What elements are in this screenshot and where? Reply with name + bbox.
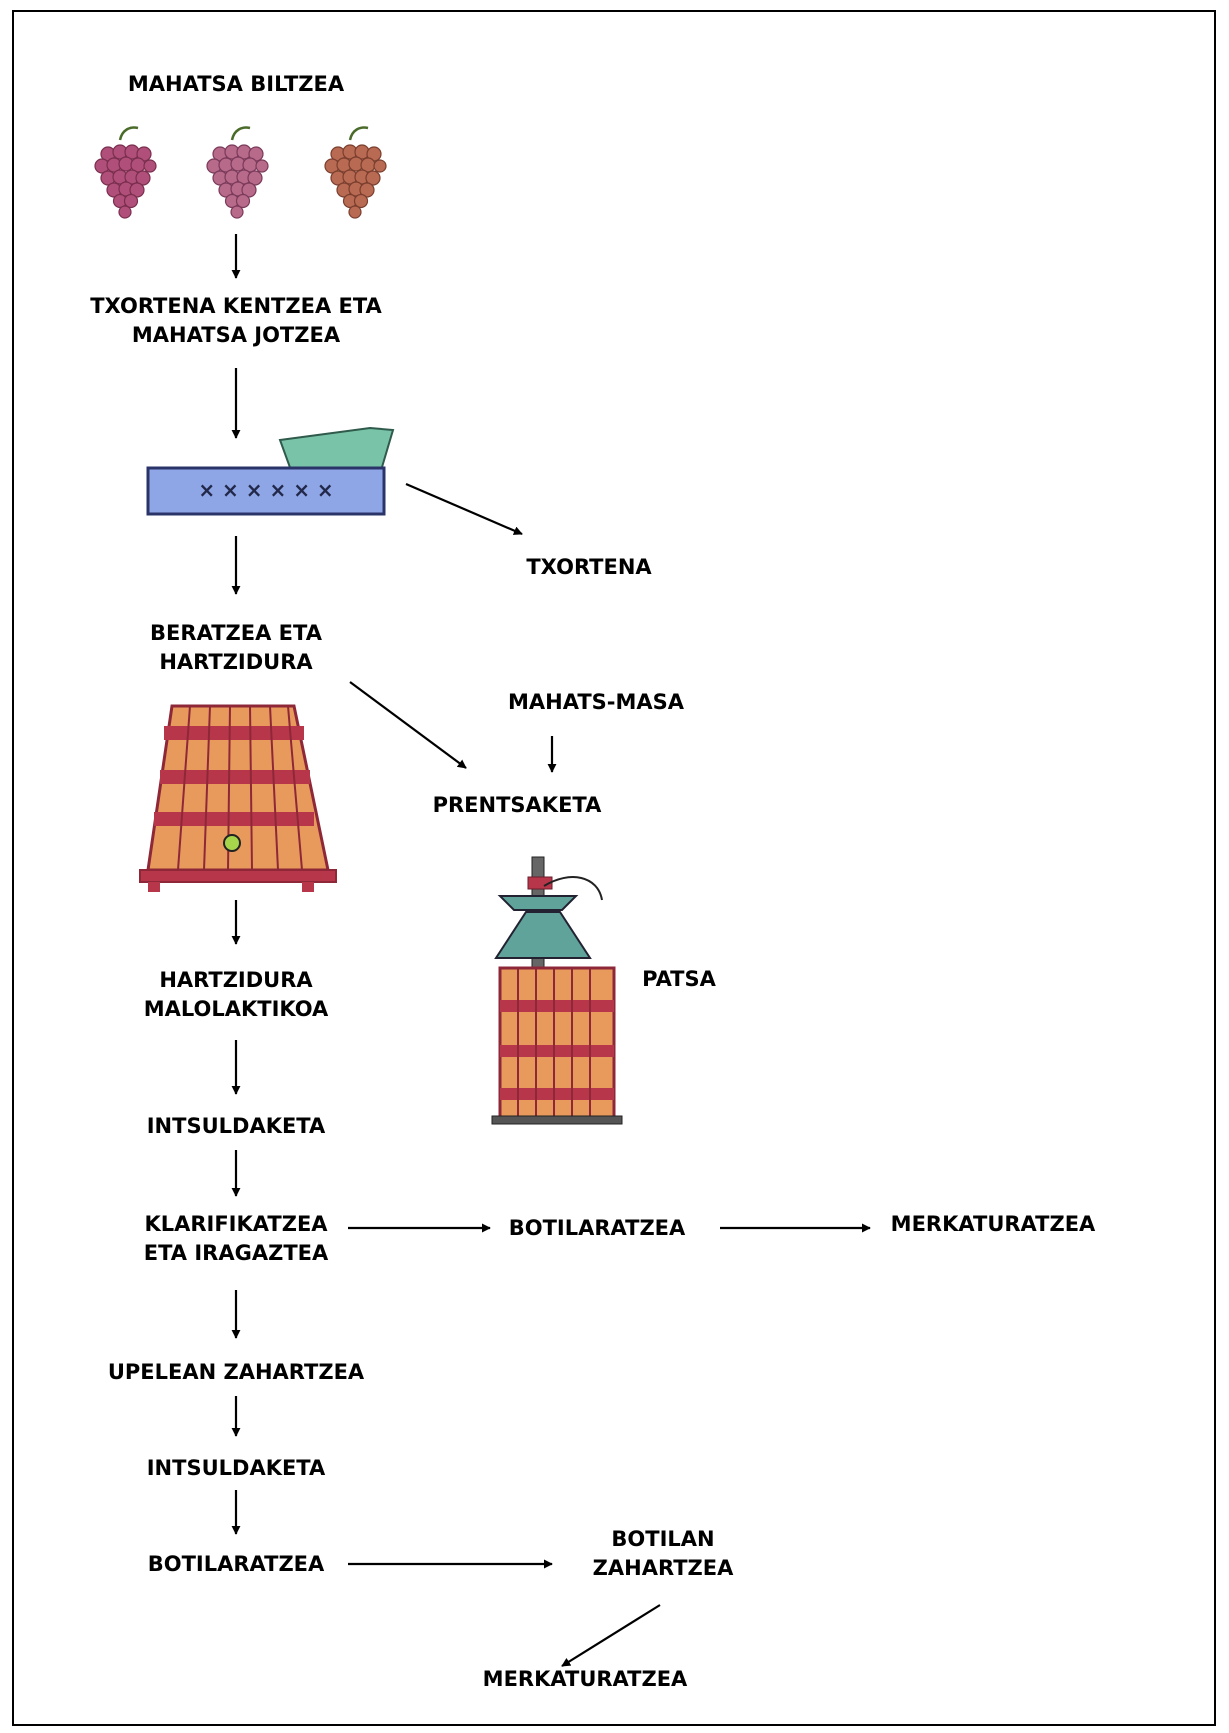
fermentation-vat-icon [139,704,337,892]
arrow-machine-stems [405,482,523,536]
input-pomace: MAHATS-MASA [507,690,685,714]
grape-cluster-icon-2 [205,126,270,220]
arrow-bottleaging-market [561,1604,661,1667]
arrow-maceration-pressing [349,681,467,769]
wine-press-icon [491,856,623,1125]
step-barrel-aging: UPELEAN ZAHARTZEA [107,1360,365,1384]
grape-cluster-icon-1 [93,126,158,220]
step-bottling-2: BOTILARATZEA [147,1552,325,1576]
step-market-1: MERKATURATZEA [890,1212,1096,1236]
svg-text:× × × × × ×: × × × × × × [198,478,333,502]
output-stems: TXORTENA [526,555,652,579]
step-market-2: MERKATURATZEA [482,1667,688,1691]
step-harvest: MAHATSA BILTZEA [127,72,345,96]
grape-cluster-icon-3 [323,126,388,220]
output-marc: PATSA [642,967,716,991]
step-racking-2: INTSULDAKETA [146,1456,326,1480]
destemmer-crusher-machine: × × × × × × [146,426,395,516]
step-pressing: PRENTSAKETA [432,793,602,817]
step-racking-1: INTSULDAKETA [146,1114,326,1138]
step-bottling-1: BOTILARATZEA [508,1216,686,1240]
